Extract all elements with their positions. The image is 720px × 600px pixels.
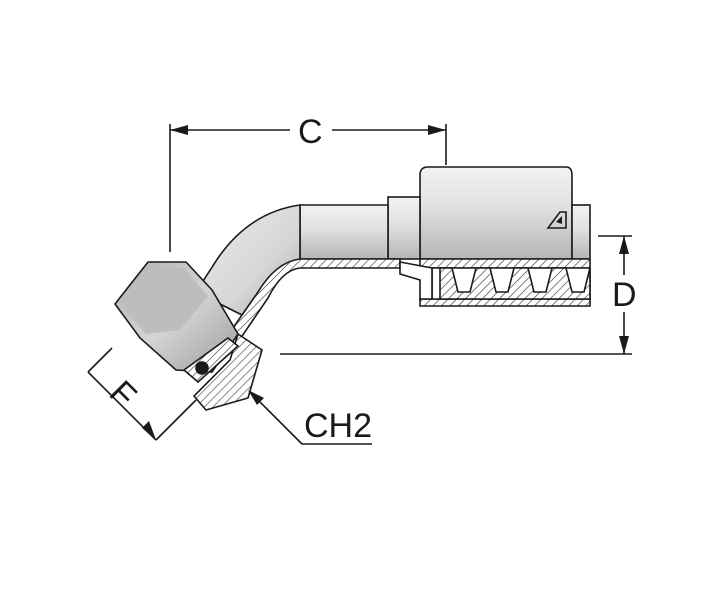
dimension-d-label: D bbox=[612, 276, 637, 314]
swivel-nut bbox=[113, 261, 263, 411]
dimension-ch2: CH2 bbox=[248, 390, 372, 445]
dimension-f-label: F bbox=[102, 373, 144, 415]
ferrule-sleeve bbox=[387, 166, 591, 307]
insert-tube bbox=[299, 204, 389, 260]
dimension-ch2-label: CH2 bbox=[304, 407, 372, 445]
dimension-c: C bbox=[169, 113, 447, 252]
o-ring-icon bbox=[195, 361, 209, 375]
dimension-d: D bbox=[280, 235, 637, 355]
insert-bend bbox=[194, 204, 433, 347]
manuli-logo-icon bbox=[546, 211, 567, 229]
dimension-c-label: C bbox=[298, 113, 323, 151]
